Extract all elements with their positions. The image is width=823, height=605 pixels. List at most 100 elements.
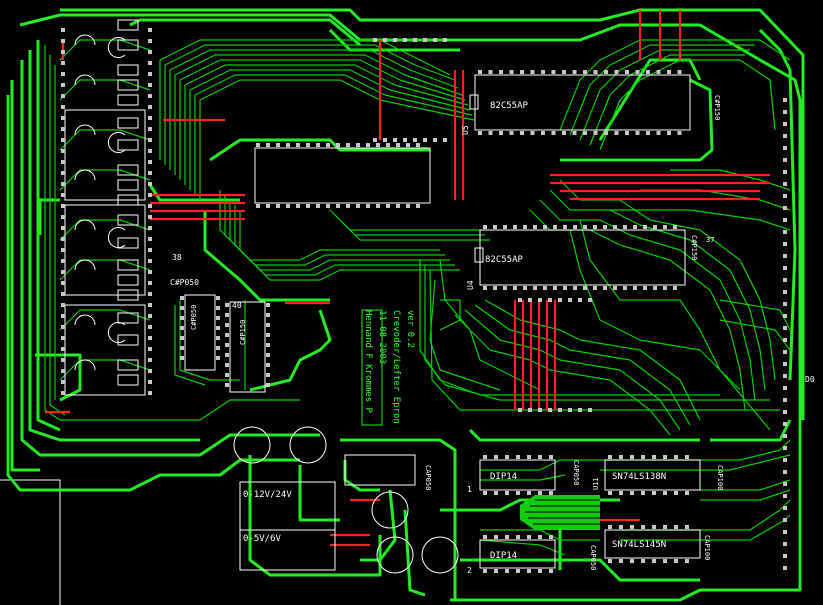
pad <box>783 254 787 258</box>
pad <box>673 286 677 290</box>
pad <box>225 343 229 347</box>
pad <box>505 535 509 539</box>
pad <box>505 455 509 459</box>
pad <box>619 491 623 495</box>
pad <box>216 336 220 340</box>
pad <box>148 127 152 131</box>
pad <box>677 131 682 135</box>
pad <box>663 455 667 459</box>
pad <box>549 491 553 495</box>
pad <box>783 218 787 222</box>
pin-38-label: 38 <box>172 253 182 262</box>
pad <box>635 131 640 135</box>
pad <box>783 206 787 210</box>
pad <box>783 170 787 174</box>
pad <box>148 237 152 241</box>
pad <box>478 70 482 74</box>
pad <box>148 215 152 219</box>
pad <box>386 143 390 147</box>
pad <box>225 333 229 337</box>
pad <box>520 131 524 135</box>
pad <box>783 290 787 294</box>
pad <box>316 204 320 208</box>
pad <box>366 143 370 147</box>
pad <box>503 225 507 229</box>
u4-ref-label: U4 <box>466 280 475 290</box>
pad <box>783 494 787 498</box>
pad <box>148 325 152 329</box>
pad <box>783 554 787 558</box>
sn2-label: SN74LS145N <box>612 540 666 550</box>
pad <box>623 286 627 290</box>
pad <box>316 143 320 147</box>
connector-label: D0 <box>805 375 815 384</box>
pad <box>61 160 65 164</box>
pad <box>61 215 65 219</box>
pad <box>541 70 545 74</box>
credit-line-1: Hennand F Krommes P <box>363 310 373 414</box>
pad <box>148 292 152 296</box>
pad <box>61 358 65 362</box>
pad <box>180 296 184 300</box>
pad <box>148 61 152 65</box>
pad <box>148 72 152 76</box>
cap9-label: CAP100 <box>716 465 724 490</box>
pad <box>641 455 645 459</box>
pad <box>346 204 350 208</box>
pad <box>630 455 634 459</box>
pad <box>266 343 270 347</box>
pad <box>538 491 542 495</box>
ic-small-left <box>184 294 216 371</box>
pad <box>625 131 629 135</box>
pad <box>783 242 787 246</box>
pad <box>685 525 689 529</box>
pad <box>266 303 270 307</box>
power-block: 0-12V/24V 0-5V/6V <box>233 426 459 574</box>
pad <box>148 314 152 318</box>
pad <box>61 325 65 329</box>
pad <box>563 286 567 290</box>
pad <box>499 70 503 74</box>
pad <box>783 146 787 150</box>
pad <box>225 383 229 387</box>
pad <box>266 323 270 327</box>
pad <box>180 326 184 330</box>
pad <box>61 303 65 307</box>
u5-ref-label: U5 <box>461 125 470 135</box>
pad <box>528 298 532 302</box>
pad <box>783 110 787 114</box>
logic-chips: DIP14 1 DIP14 2 SN74LS138N U11 SN74LS145… <box>467 459 701 575</box>
pad <box>396 143 400 147</box>
pad <box>423 38 427 42</box>
pad <box>641 559 645 563</box>
pad <box>538 569 542 573</box>
pad <box>216 346 220 350</box>
dip1-label: DIP14 <box>490 472 517 482</box>
pad <box>336 204 340 208</box>
board-outline <box>0 479 61 605</box>
pad <box>619 455 623 459</box>
pad <box>225 353 229 357</box>
pad <box>483 569 487 573</box>
pad <box>568 408 572 412</box>
pad <box>478 131 482 135</box>
pad <box>630 559 634 563</box>
pad <box>483 286 487 290</box>
pin-2-label: 2 <box>467 566 472 575</box>
pads <box>61 28 787 573</box>
pad <box>783 350 787 354</box>
pad <box>148 138 152 142</box>
pad <box>543 286 547 290</box>
pad <box>148 281 152 285</box>
pad <box>604 131 608 135</box>
pad <box>148 28 152 32</box>
pad <box>180 336 184 340</box>
pad <box>266 204 270 208</box>
pad <box>652 559 656 563</box>
pad <box>393 138 397 142</box>
pad <box>551 131 556 135</box>
pad <box>61 237 65 241</box>
pad <box>608 491 612 495</box>
cap10-label: CAP100 <box>703 535 711 560</box>
pad <box>148 193 152 197</box>
